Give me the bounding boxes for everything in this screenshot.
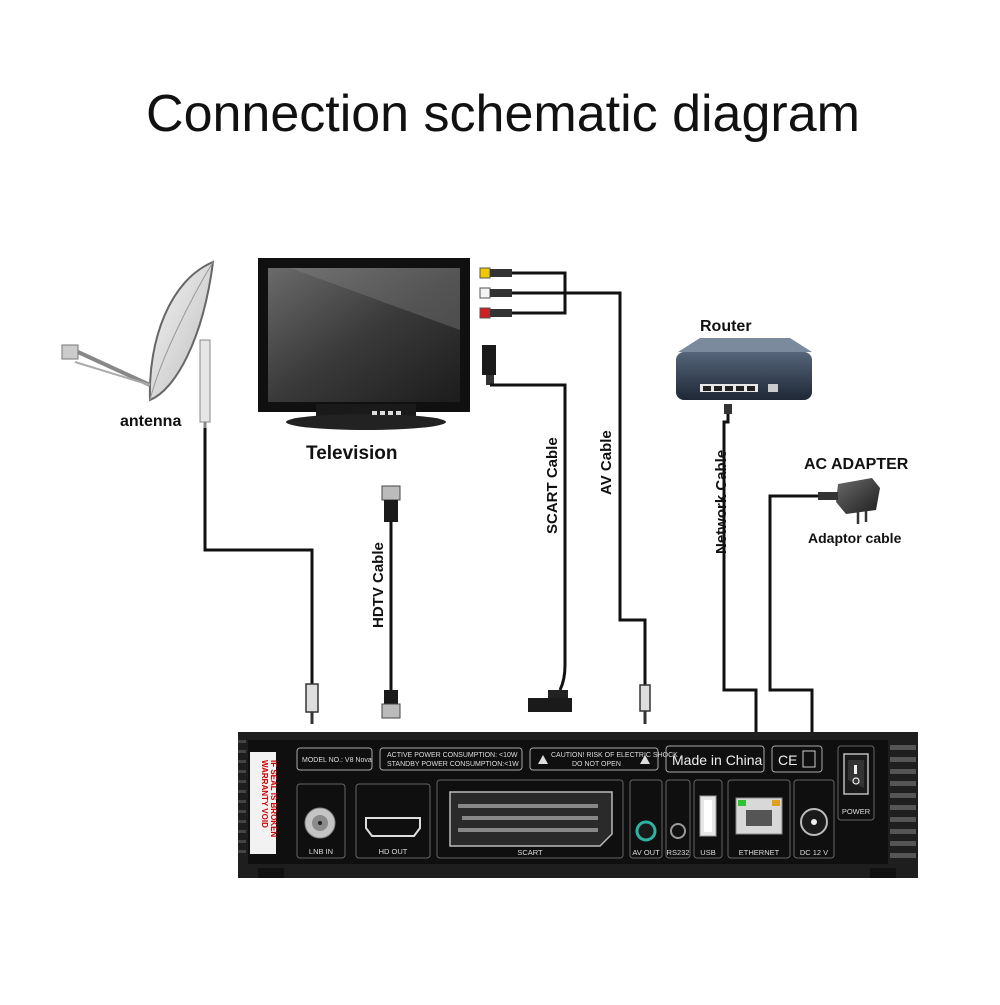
hdtv-cable-label: HDTV Cable xyxy=(370,542,387,628)
network-cable xyxy=(722,410,758,798)
caution-line-2: DO NOT OPEN xyxy=(572,761,621,768)
television-icon xyxy=(258,258,470,430)
network-cable-label: Network Cable xyxy=(713,450,730,554)
receiver-label-strip: MODEL NO.: V8 Nova ACTIVE POWER CONSUMPT… xyxy=(296,745,823,773)
ethernet-label: ETHERNET xyxy=(739,848,780,857)
usb-label: USB xyxy=(700,848,715,857)
hd-out-port[interactable]: HD OUT xyxy=(355,783,431,859)
warranty-seal: WARRANTY VOID IF SEAL IS BROKEN xyxy=(250,752,278,854)
television-label: Television xyxy=(306,443,398,464)
caution-line-1: CAUTION! RISK OF ELECTRIC SHOCK xyxy=(551,752,678,759)
ac-adapter-icon xyxy=(818,478,880,524)
scart-label: SCART xyxy=(517,848,543,857)
warning-triangle-icon xyxy=(538,755,548,764)
warning-triangle-icon-2 xyxy=(640,755,650,764)
ethernet-port[interactable]: ETHERNET xyxy=(727,779,791,859)
ac-adapter-label: AC ADAPTER xyxy=(804,456,909,473)
hdmi-plug-top-icon xyxy=(381,485,401,522)
hdmi-plug-bottom-icon xyxy=(381,690,401,719)
model-number: MODEL NO.: V8 Nova xyxy=(302,757,372,764)
warranty-line-2: IF SEAL IS BROKEN xyxy=(269,760,278,837)
dc-power-cable xyxy=(768,494,818,800)
made-in-label: Made in China xyxy=(672,752,762,768)
f-connector-icon xyxy=(305,683,319,724)
scart-port[interactable]: SCART xyxy=(436,779,624,859)
router-label: Router xyxy=(700,318,752,335)
page-title: Connection schematic diagram xyxy=(146,85,860,143)
router-icon xyxy=(676,338,812,400)
av-cable xyxy=(512,271,647,685)
antenna-label: antenna xyxy=(120,413,181,430)
adaptor-cable-label: Adaptor cable xyxy=(808,530,902,546)
scart-cable xyxy=(490,383,567,691)
scart-cable-label: SCART Cable xyxy=(544,437,561,534)
rs232-label: RS232 xyxy=(667,848,690,857)
rca-plugs-icon xyxy=(479,267,512,319)
dc-12v-port[interactable]: DC 12 V xyxy=(793,779,835,859)
av-out-label: AV OUT xyxy=(632,848,660,857)
recycle-bin-icon xyxy=(802,750,816,768)
scart-plug-top-icon xyxy=(482,345,496,385)
lnb-cable xyxy=(203,428,314,684)
hd-out-label: HD OUT xyxy=(379,847,408,856)
power-switch[interactable]: POWER xyxy=(837,745,875,821)
scart-plug-bottom-icon xyxy=(528,690,572,712)
dc-12v-label: DC 12 V xyxy=(800,848,828,857)
lnb-in-port[interactable]: LNB IN xyxy=(296,783,346,859)
power-label: POWER xyxy=(842,807,871,816)
av-plug-icon xyxy=(639,684,651,724)
satellite-dish-icon xyxy=(61,260,215,428)
rs232-port[interactable]: RS232 xyxy=(665,779,691,859)
lnb-in-label: LNB IN xyxy=(309,847,333,856)
warranty-line-1: WARRANTY VOID xyxy=(260,760,269,828)
active-power: ACTIVE POWER CONSUMPTION: <10W xyxy=(387,752,518,759)
usb-port[interactable]: USB xyxy=(693,779,723,859)
av-out-port[interactable]: AV OUT xyxy=(629,779,663,859)
ce-mark: CE xyxy=(778,752,797,768)
av-cable-label: AV Cable xyxy=(598,430,615,495)
network-plug-icon xyxy=(724,404,732,414)
standby-power: STANDBY POWER CONSUMPTION:<1W xyxy=(387,761,519,768)
